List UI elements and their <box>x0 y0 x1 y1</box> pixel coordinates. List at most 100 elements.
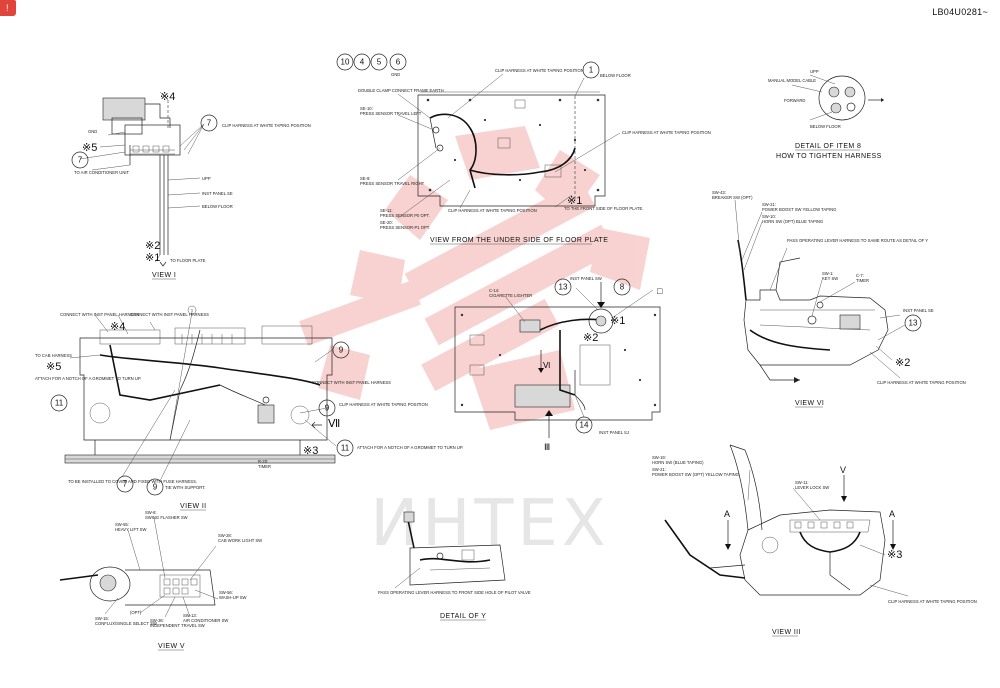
floor-gnd-label: GND <box>391 72 400 77</box>
floor-item-4: 4 <box>360 58 365 67</box>
view-2-connect-2-note: CONNECT WITH INST PANEL HARNESS <box>130 312 209 317</box>
view-2-item-9a-callout <box>332 341 350 359</box>
view-2-item-11b-callout <box>336 439 354 457</box>
view-1-item-7b: 7 <box>78 156 83 165</box>
view-5-sw55-desc: HEAVY LIFT SW <box>115 527 146 532</box>
view-5-sw56-desc: WASH-UP SW <box>219 595 246 600</box>
view-2-item-9b-callout <box>318 399 336 417</box>
view-5-opt-label: (OPT) <box>130 610 142 615</box>
view-2-item-1-callout <box>187 305 197 315</box>
floor-item-10: 10 <box>341 58 350 67</box>
view-5-sw56-code: SW-56: <box>219 590 233 595</box>
floor-front-note: TO THE FRONT SIDE OF FLOOR PLATE. <box>564 206 644 211</box>
view-2-mark-3: ※3 <box>303 445 318 457</box>
view-2-item-1: 1 <box>191 308 194 313</box>
view-5-sw28-code: SW-28: <box>218 533 232 538</box>
center-square-ref: □ <box>657 286 663 296</box>
view-5-sw28-desc: CAB WORK LIGHT SW <box>218 538 262 543</box>
view-1-below-label: BELOW FLOOR <box>202 204 233 209</box>
view-1-ac-note: TO AIR CONDITIONER UNIT <box>74 170 130 175</box>
watermark-text: ИНТЕХ <box>370 487 609 561</box>
view-1-floor-note: TO FLOOR PLATE <box>170 258 206 263</box>
detail-8-drawing <box>791 74 884 121</box>
view-3-drawing <box>664 444 909 597</box>
center-panel-drawing <box>454 282 661 438</box>
view-6-inst-label: INST PANEL SE <box>903 308 934 313</box>
view-2-item-9c: 9 <box>153 483 158 492</box>
floor-clip-top-note: CLIP HARNESS AT WHITE TAPING POSITION <box>495 68 584 73</box>
view-6-sw1-desc: KEY SW <box>822 276 838 281</box>
detail-8-below-label: BELOW FLOOR <box>810 124 841 129</box>
center-inst-top-label: INST PANEL SW <box>570 276 602 281</box>
view-5-sw13-code: SW-13: <box>183 613 197 618</box>
view-6-sw21-desc: POWER BOOST SW YELLOW TAPING <box>762 207 836 212</box>
center-lighter-label: CIGARETTE LIGHTER <box>489 293 532 298</box>
center-mark-1: ※1 <box>610 315 625 327</box>
center-item-14: 14 <box>580 421 589 430</box>
view-3-mark-a1: A <box>724 509 730 519</box>
view-5-drawing <box>59 517 219 618</box>
view-6-sw10-code: SW-10: <box>762 214 776 219</box>
view-2-item-11b: 11 <box>341 444 350 453</box>
view-6-c7-desc: TIMER <box>856 278 869 283</box>
center-item-8: 8 <box>620 283 625 292</box>
view-2-item-9a: 9 <box>339 346 344 355</box>
view-2-drawing <box>64 311 337 482</box>
view-3-sw19-code: SW-19: <box>652 455 666 460</box>
detail-y-title: DETAIL OF Y <box>440 613 486 620</box>
view-2-item-9b: 9 <box>325 404 330 413</box>
view-3-sw19-desc: HORN SW (BLUE TAPING) <box>652 460 704 465</box>
detail-8-subtitle: HOW TO TIGHTEN HARNESS <box>776 153 882 160</box>
view-1-upp-label: UPP <box>202 176 211 181</box>
view-2-tie-note: TIE WITH SUPPORT. <box>165 485 205 490</box>
center-mark-2: ※2 <box>583 332 598 344</box>
detail-8-forward-label: FORWARD <box>784 98 805 103</box>
floor-se11-desc: PRESS SENSOR P0 OPT. <box>380 213 430 218</box>
view-1-item-7b-callout <box>71 151 89 169</box>
view-1-clip-note: CLIP HARNESS AT WHITE TAPING POSITION <box>222 123 311 128</box>
view-5-sw8-desc: SWING FLASHER SW <box>145 515 188 520</box>
floor-double-clamp-note: DOUBLE CLAMP CONNECT FRAME EARTH <box>358 88 444 93</box>
view-2-cab-note: TO CAB HARNESS <box>35 353 72 358</box>
floor-clip-bottom-note: CLIP HARNESS AT WHITE TAPING POSITION <box>448 208 537 213</box>
floor-se9-code: SE-9: <box>360 176 370 181</box>
view-6-sw43-desc: BREAKER SW (OPT) <box>712 195 753 200</box>
view-6-sw21-code: SW-21: <box>762 202 776 207</box>
view-1-mark-4: ※4 <box>160 91 175 103</box>
view-2-mark-7: Ⅶ <box>328 418 340 430</box>
view-5-sw15-desc: CONFLUX/SINGLE SELECT SW <box>95 621 157 626</box>
view-2-timer-label: TIMER <box>258 464 271 469</box>
view-6-c7-code: C-7: <box>856 273 864 278</box>
view-3-sw11-desc: LEVER LOCK SW <box>795 485 829 490</box>
view-2-connect-right-note: CONNECT WITH INST PANEL HARNESS <box>312 380 391 385</box>
view-3-clip-note: CLIP HARNESS AT WHITE TAPING POSITION <box>888 599 977 604</box>
floor-plate-drawing <box>397 73 621 219</box>
center-item-14-callout <box>575 416 593 434</box>
view-6-mark-2: ※2 <box>895 357 910 369</box>
view-6-item-13: 13 <box>909 319 918 328</box>
view-5-sw36-desc: INDEPENDENT TRAVEL SW <box>150 623 205 628</box>
view-2-connect-1-note: CONNECT WITH INST PANEL HARNESS <box>60 312 139 317</box>
corner-tab-icon: ! <box>0 0 16 16</box>
view-6-title: VIEW VI <box>795 400 824 407</box>
floor-se20-desc: PRESS SENSOR-P1 OPT. <box>380 225 430 230</box>
floor-se9-desc: PRESS SENSOR TRAVEL RIGHT <box>360 181 425 186</box>
view-2-title: VIEW II <box>180 503 207 510</box>
view-1-title: VIEW I <box>152 272 176 279</box>
view-5-sw13-desc: AIR CONDITIONER SW <box>183 618 228 623</box>
view-1-gnd-label: GND <box>88 129 97 134</box>
view-2-mark-5: ※5 <box>46 361 61 373</box>
center-item-13: 13 <box>559 283 568 292</box>
view-1-drawing <box>79 91 205 267</box>
floor-below-label: BELOW FLOOR <box>600 73 631 78</box>
view-2-item-7: 7 <box>123 480 128 489</box>
center-c14-code: C-14: <box>489 288 499 293</box>
center-inst-bottom-label: INST PANEL SJ <box>599 430 629 435</box>
view-6-sw10-desc: HORN SW (OPT) BLUE TAPING <box>762 219 823 224</box>
floor-clip-right-note: CLIP HARNESS AT WHITE TAPING POSITION <box>622 130 711 135</box>
view-6-sw1-code: SW-1: <box>822 271 834 276</box>
view-6-item-13-callout <box>904 314 922 332</box>
view-3-sw21-code: SW-21: <box>652 467 666 472</box>
